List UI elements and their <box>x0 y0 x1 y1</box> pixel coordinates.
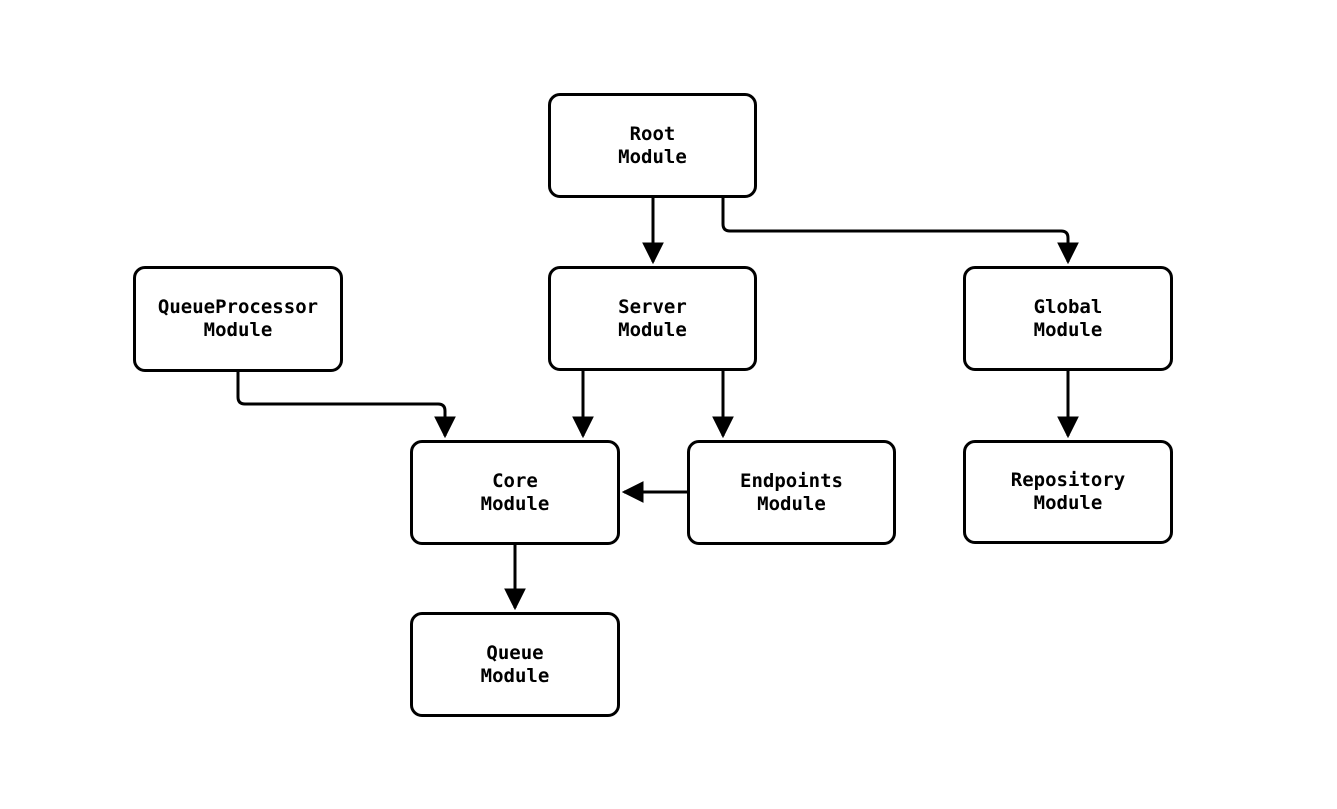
node-repository-module: Repository Module <box>963 440 1173 544</box>
node-core-module-label: Core Module <box>480 469 550 515</box>
node-server-module: Server Module <box>548 266 757 371</box>
node-server-module-label: Server Module <box>618 295 687 341</box>
edge-root-to-global <box>721 198 1079 265</box>
node-global-module-label: Global Module <box>1033 295 1103 341</box>
node-queue-module: Queue Module <box>410 612 620 717</box>
edge-queueprocessor-to-core <box>236 372 456 439</box>
node-endpoints-module-label: Endpoints Module <box>740 469 843 515</box>
node-core-module: Core Module <box>410 440 620 545</box>
node-root-module: Root Module <box>548 93 757 198</box>
node-queueprocessor-module-label: QueueProcessor Module <box>157 296 319 341</box>
node-endpoints-module: Endpoints Module <box>687 440 896 545</box>
node-global-module: Global Module <box>963 266 1173 371</box>
node-queue-module-label: Queue Module <box>480 641 550 687</box>
node-repository-module-label: Repository Module <box>1010 469 1126 514</box>
node-root-module-label: Root Module <box>618 122 687 168</box>
node-queueprocessor-module: QueueProcessor Module <box>133 266 343 372</box>
